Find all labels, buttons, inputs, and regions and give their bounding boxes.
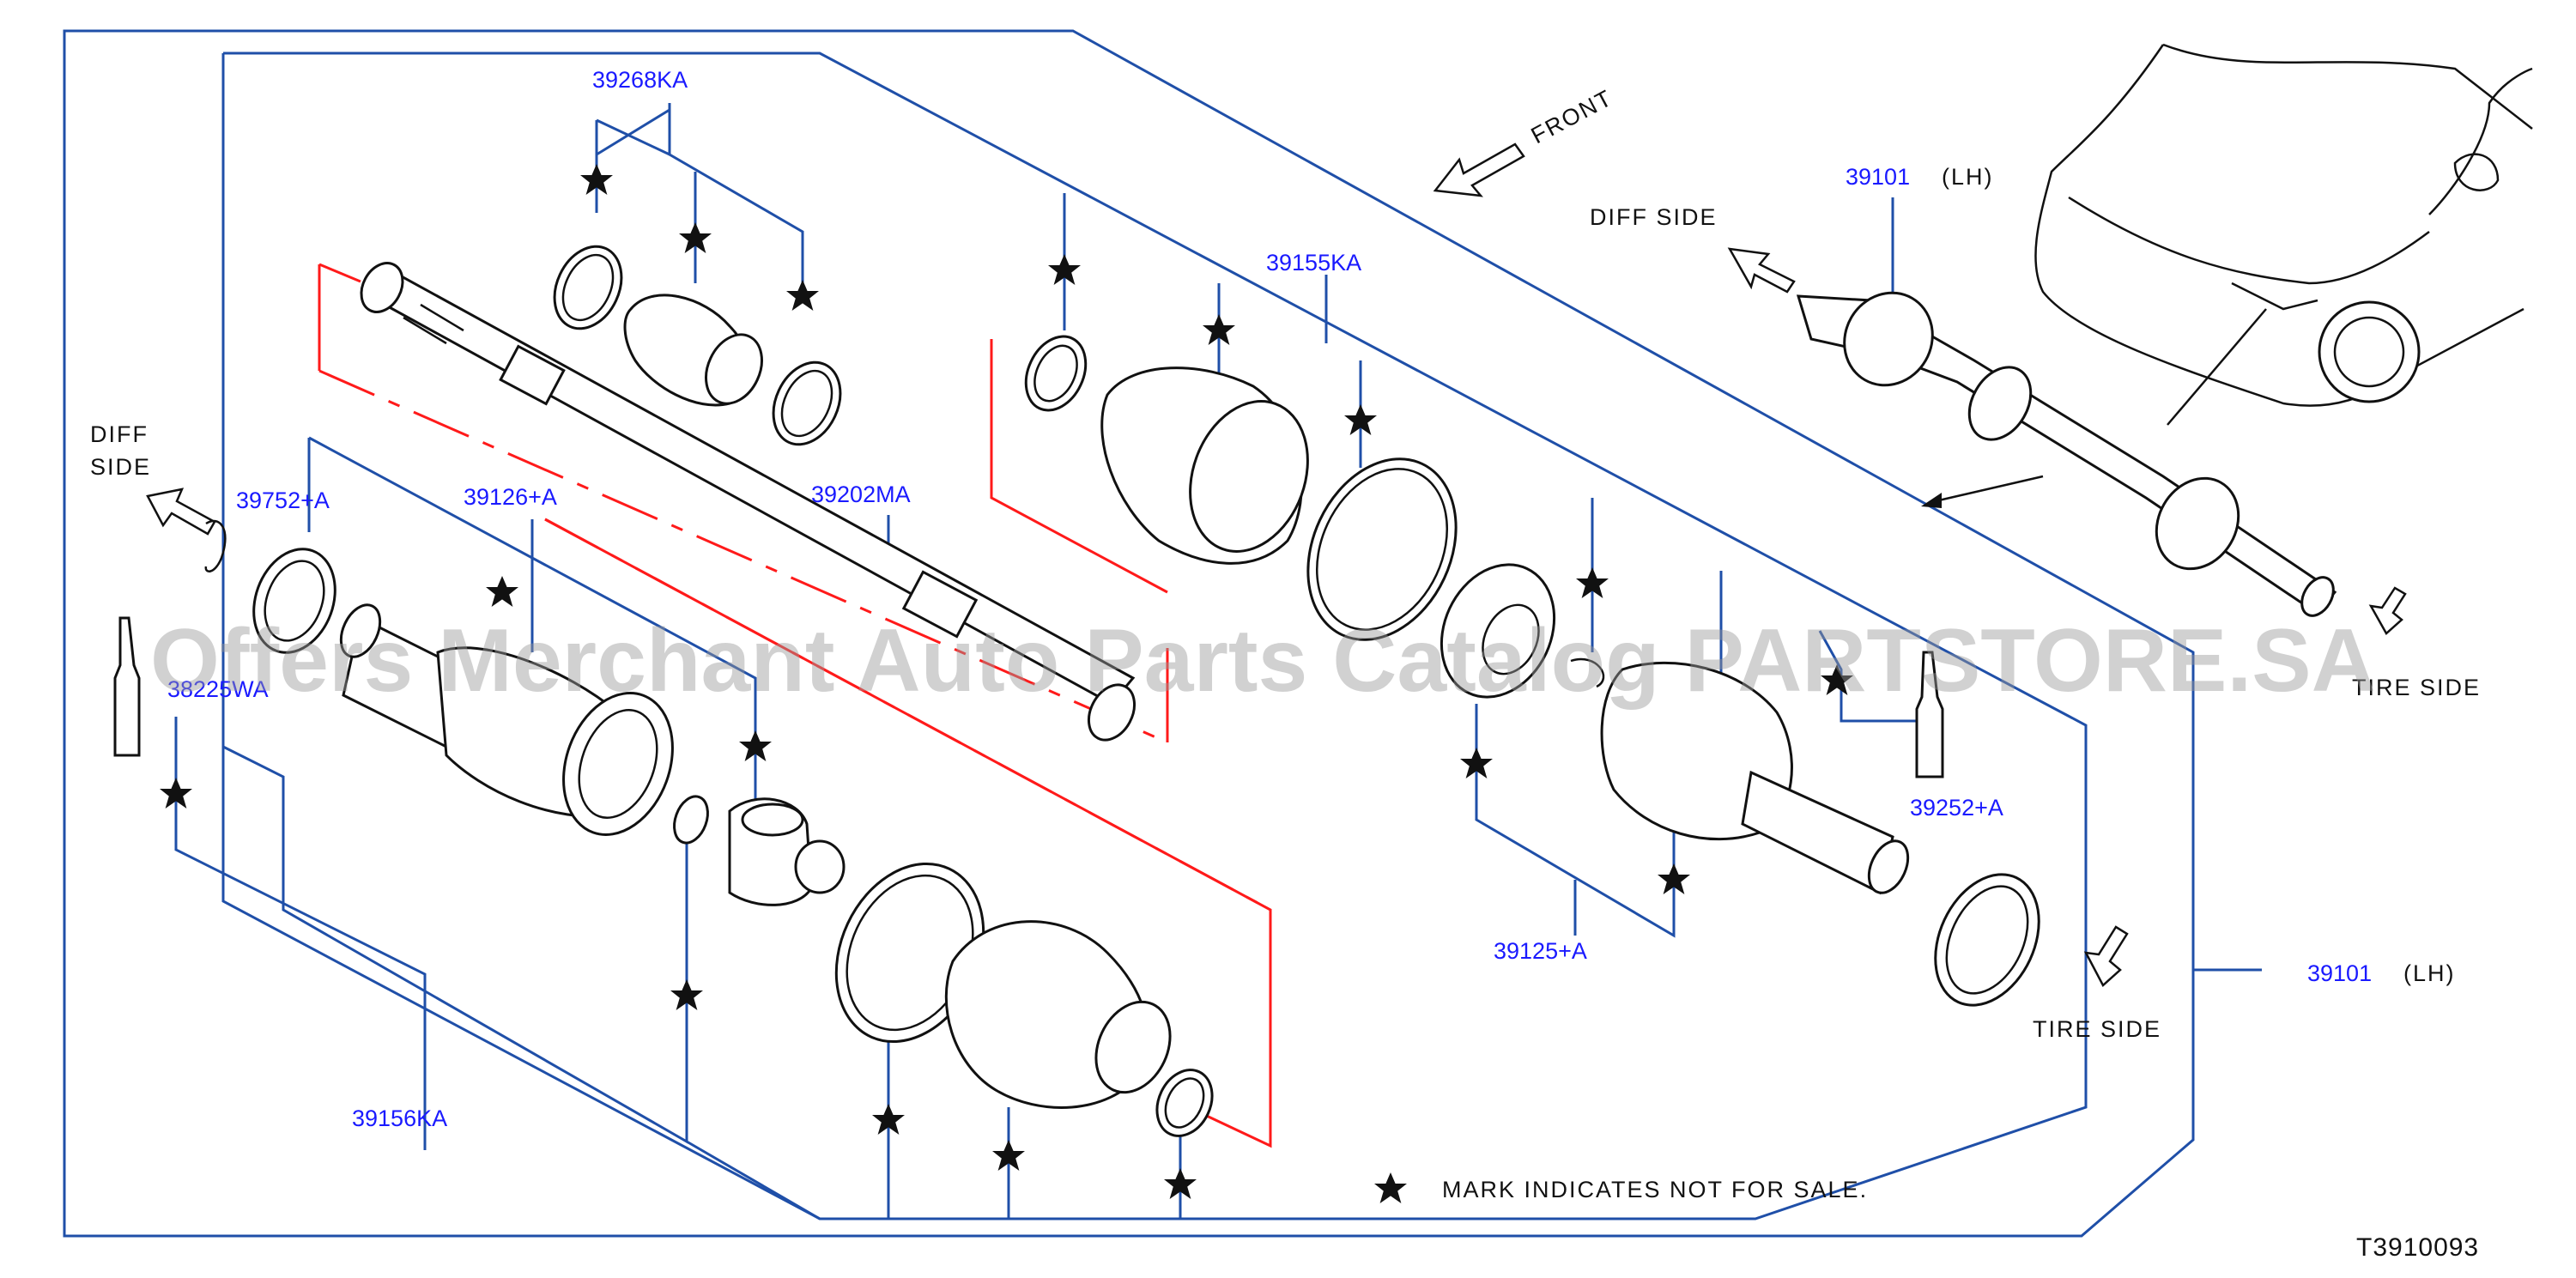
- part-number-39125A[interactable]: 39125+A: [1494, 938, 1587, 964]
- not-for-sale-note: MARK INDICATES NOT FOR SALE.: [1442, 1177, 1868, 1202]
- tire-side-upper-arrow-icon: [2368, 586, 2407, 635]
- outer-boot-drawing: [1024, 335, 1458, 641]
- diagram-code: T3910093: [2356, 1233, 2479, 1262]
- grease-tubes: [113, 616, 1944, 778]
- car-drawing: [2034, 43, 2533, 426]
- side-tag-right: (LH): [2403, 960, 2456, 986]
- diff-side-arrow-icon: [1727, 247, 1796, 294]
- watermark: Offers Merchant Auto Parts Catalog PARTS…: [150, 611, 2376, 711]
- inner-joint-bracket-dash: [544, 518, 1271, 912]
- part-number-39126A[interactable]: 39126+A: [464, 484, 557, 510]
- part-number-39101-right[interactable]: 39101: [2307, 960, 2372, 986]
- diff-side-left-arrow-icon: [146, 488, 216, 536]
- front-arrow-icon: [1433, 142, 1525, 197]
- part-number-39156KA[interactable]: 39156KA: [352, 1105, 447, 1131]
- part-number-39752A[interactable]: 39752+A: [236, 488, 330, 513]
- star-icon: [1374, 1172, 1407, 1203]
- inner-joint-bracket: [544, 518, 1272, 1148]
- tire-side-upper-label: TIRE SIDE: [2352, 675, 2481, 700]
- star-icon: [786, 280, 819, 311]
- part-number-39155KA[interactable]: 39155KA: [1266, 250, 1361, 276]
- tire-side-arrow-icon: [2083, 925, 2129, 988]
- inner-joint-drawing: [204, 519, 846, 906]
- front-pointer-arrow-icon: [1930, 475, 2044, 504]
- part-number-38225WA[interactable]: 38225WA: [167, 676, 269, 702]
- shaft-drawing: [360, 262, 1136, 742]
- axle-assembly-drawing: [1796, 291, 2337, 617]
- shaft-group-dash: [318, 369, 1168, 744]
- outer-joint-drawing: [1440, 563, 2040, 1007]
- front-label: FRONT: [1527, 84, 1617, 148]
- diff-side-left-line2: SIDE: [90, 454, 151, 480]
- tire-side-label: TIRE SIDE: [2033, 1016, 2161, 1042]
- star-icon: [486, 576, 518, 607]
- part-number-39252A[interactable]: 39252+A: [1910, 795, 2003, 821]
- inner-boot-clamps: [553, 245, 842, 446]
- inner-frame: [221, 51, 2088, 1220]
- outer-boot-bracket: [990, 339, 1168, 594]
- direction-arrows: [146, 142, 2407, 988]
- part-number-39101-top[interactable]: 39101: [1846, 164, 1910, 190]
- diff-side-left-line1: DIFF: [90, 421, 148, 447]
- part-number-39202MA[interactable]: 39202MA: [811, 482, 911, 507]
- shaft-group-bracket-end: [318, 263, 361, 283]
- outer-frame: [63, 29, 2195, 1238]
- inner-boot-drawing: [834, 862, 1214, 1137]
- side-tag-top: (LH): [1942, 164, 1994, 190]
- diff-side-label: DIFF SIDE: [1590, 204, 1718, 230]
- part-number-39268KA[interactable]: 39268KA: [592, 67, 688, 93]
